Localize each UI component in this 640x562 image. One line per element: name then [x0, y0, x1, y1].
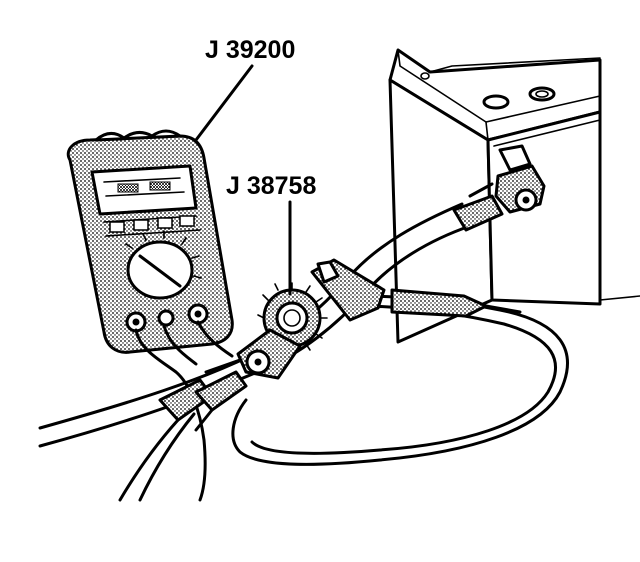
battery-post-terminal [468, 144, 546, 214]
meter-callout: J 39200 [194, 36, 295, 142]
test-lead-loop [231, 288, 569, 466]
clamp-label: J 38758 [226, 172, 316, 200]
meter-test-leads [118, 320, 248, 502]
current-clamp-probe [204, 258, 386, 380]
digital-multimeter [66, 129, 234, 354]
clamp-callout: J 38758 [226, 172, 316, 296]
battery-cable [38, 194, 504, 448]
meter-label: J 39200 [205, 36, 295, 64]
